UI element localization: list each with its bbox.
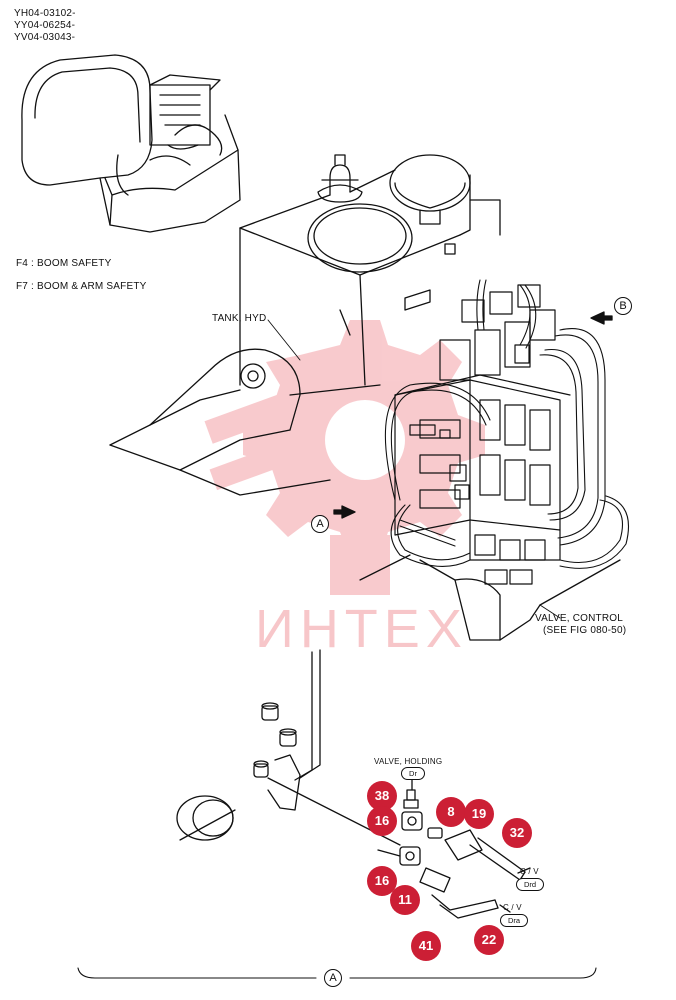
machine-thumbnail (21, 54, 241, 233)
part-badge-8[interactable]: 8 (436, 797, 466, 827)
boom-frame (109, 348, 621, 641)
view-marker-a-bottom: A (324, 969, 342, 987)
hoses (384, 279, 630, 569)
view-a-bracket (77, 967, 597, 979)
label-see-fig: (SEE FIG 080-50) (543, 625, 627, 636)
part-badge-22[interactable]: 22 (474, 925, 504, 955)
label-valve-holding: VALVE, HOLDING (374, 757, 443, 766)
legend-f7: F7 : BOOM & ARM SAFETY (16, 281, 147, 292)
part-badge-19[interactable]: 19 (464, 799, 494, 829)
view-arrows (333, 311, 613, 519)
label-tank-hyd: TANK, HYD (212, 313, 267, 324)
port-dr: Dr (401, 767, 425, 780)
view-marker-b: B (614, 297, 632, 315)
label-valve-control: VALVE, CONTROL (535, 613, 624, 624)
label-cv-2: C / V (503, 903, 522, 912)
control-valve-drawing (394, 284, 571, 585)
serial-3: YV04-03043- (14, 32, 76, 43)
part-badge-32[interactable]: 32 (502, 818, 532, 848)
watermark-text: ИНТЕХ (255, 599, 468, 659)
watermark-logo (204, 320, 485, 595)
serial-1: YH04-03102- (14, 8, 76, 19)
view-marker-a: A (311, 515, 329, 533)
hydraulic-tank-drawing (239, 154, 501, 386)
legend-f4: F4 : BOOM SAFETY (16, 258, 112, 269)
detail-view-a (176, 649, 531, 919)
part-badge-16-upper[interactable]: 16 (367, 806, 397, 836)
label-cv-1: C / V (520, 867, 539, 876)
part-badge-41[interactable]: 41 (411, 931, 441, 961)
port-dra: Dra (500, 914, 528, 927)
serial-2: YY04-06254- (14, 20, 76, 31)
part-badge-11[interactable]: 11 (390, 885, 420, 915)
port-drd: Drd (516, 878, 544, 891)
leader-lines (267, 319, 561, 619)
